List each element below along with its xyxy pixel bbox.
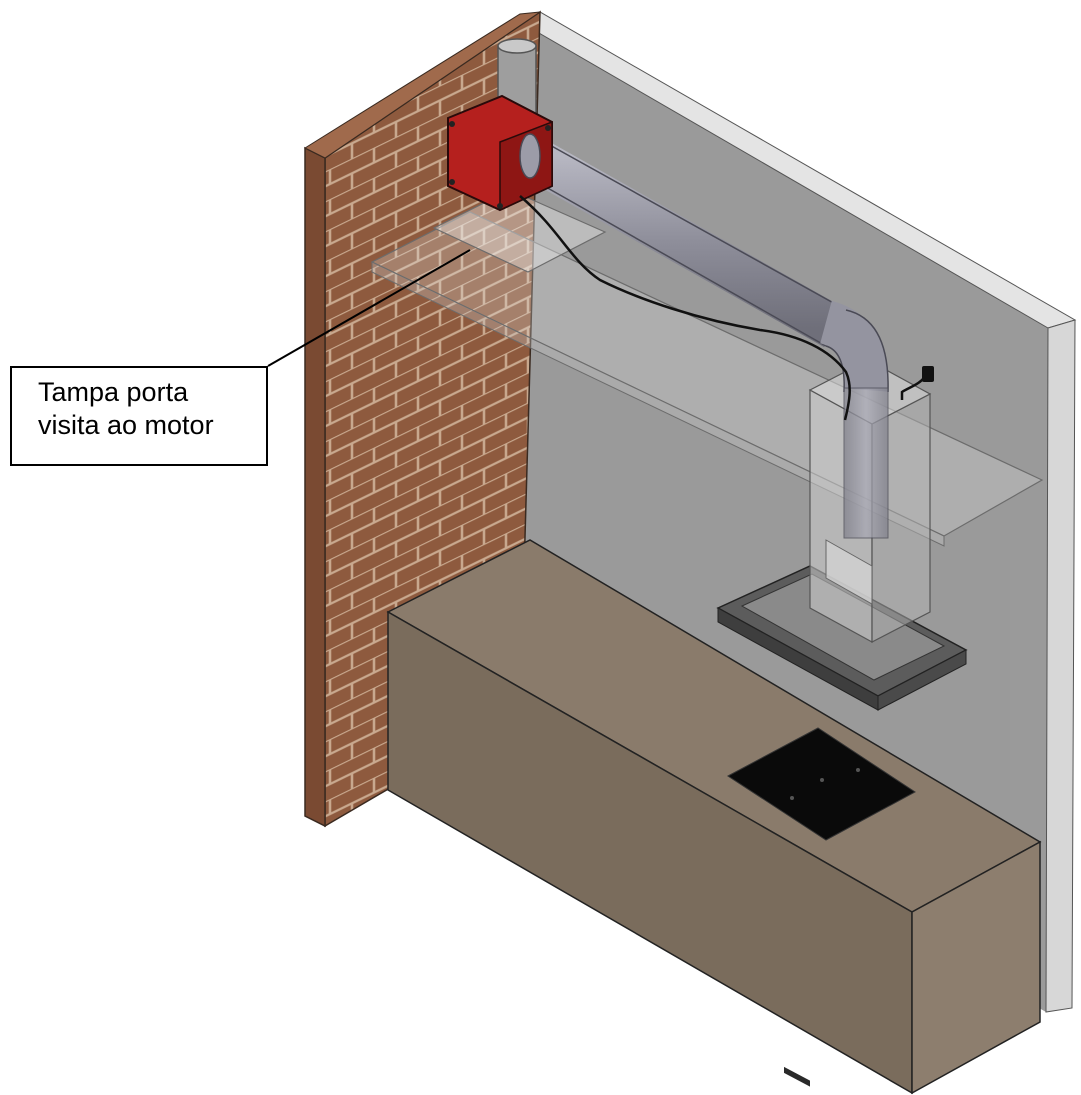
motor-duct-flange (519, 133, 541, 179)
hood-base-inner (740, 573, 946, 681)
exhaust-duct-elbow (818, 300, 889, 392)
back-wall-side-face (1045, 319, 1076, 1013)
false-ceiling-front-edge (371, 261, 945, 547)
callout-leader-line (267, 249, 471, 367)
cooktop-burner-marker (790, 796, 794, 800)
hood-power-cable (900, 377, 925, 400)
hood-filter-block (825, 539, 873, 605)
brick-wall-front-edge (304, 146, 326, 828)
hood-base-side (877, 649, 967, 711)
exhaust-duct-horizontal (519, 136, 846, 348)
brick-wall-top-edge (303, 11, 541, 159)
motor-box-screw (449, 121, 455, 127)
cooktop-icon (727, 727, 916, 841)
callout-label-box: Tampa porta visita ao motor (10, 366, 268, 466)
exhaust-outlet-rim (497, 38, 537, 54)
motor-box-screw (545, 125, 551, 131)
motor-power-cable (519, 195, 851, 421)
exhaust-duct-vertical (843, 387, 889, 539)
callout-line-2: visita ao motor (38, 410, 214, 440)
exhaust-duct-elbow-outline (825, 309, 889, 393)
hood-control-panel (784, 1066, 810, 1087)
power-socket-icon (922, 366, 934, 382)
motor-box-screw (497, 203, 503, 209)
exhaust-duct-outline (529, 133, 847, 347)
motor-box-screw (449, 179, 455, 185)
cooktop-burner-marker (820, 778, 824, 782)
callout-line-1: Tampa porta (38, 377, 189, 407)
cooktop-burner-marker (856, 768, 860, 772)
counter-side (911, 840, 1041, 1095)
